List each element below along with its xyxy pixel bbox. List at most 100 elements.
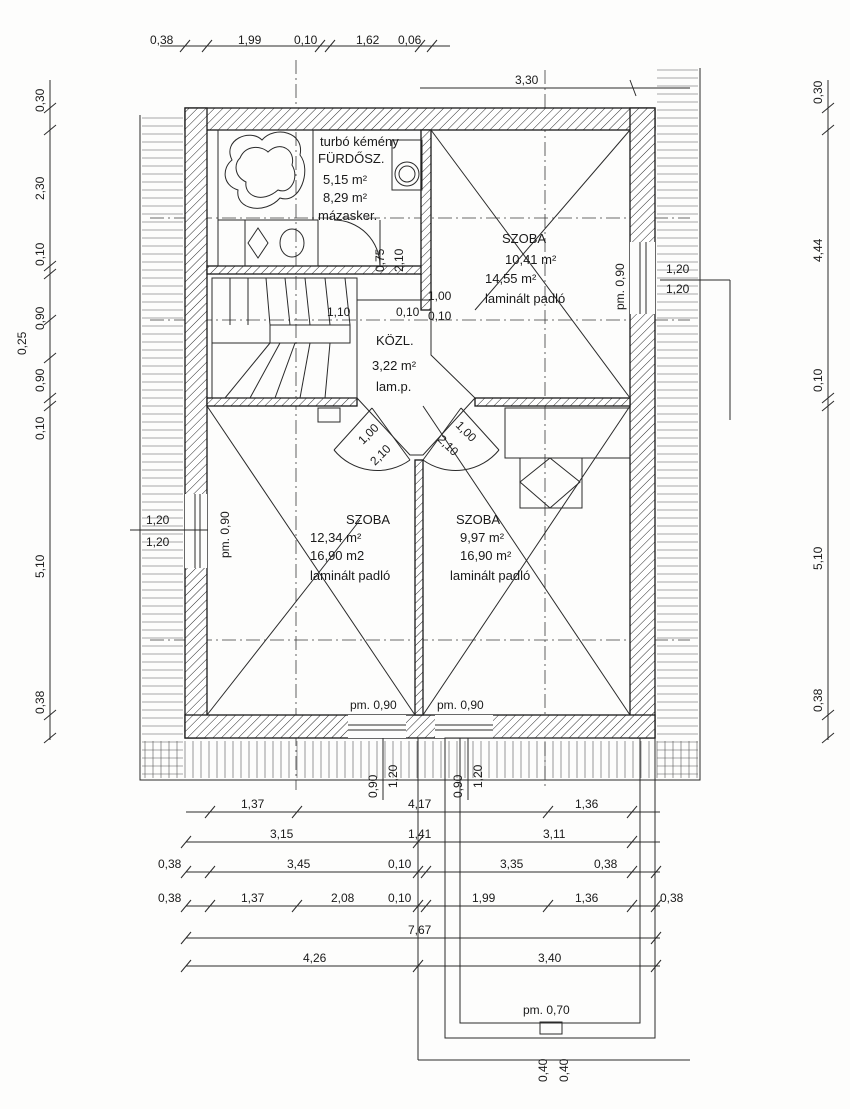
- bath-door-height: 2,10: [392, 248, 406, 272]
- drawing-line: [821, 709, 835, 721]
- ext-door-label: pm. 0,70: [523, 1003, 570, 1017]
- window-ne-gap: [630, 242, 655, 314]
- room-se-name: SZOBA: [456, 512, 500, 527]
- dim-b1-1: 4,17: [408, 797, 432, 811]
- drawing-line: [43, 260, 57, 272]
- drawing-line: [180, 959, 192, 973]
- drawing-line: [426, 39, 438, 53]
- hall-left-height: 0,10: [396, 305, 420, 319]
- drawing-line: [650, 959, 662, 973]
- drawing-line: [412, 835, 424, 849]
- chimney-block-icon: [317, 407, 341, 423]
- wall-stair-south: [206, 397, 358, 407]
- window-s2-gap: [435, 715, 493, 738]
- drawing-line: [650, 865, 662, 879]
- drawing-line: [420, 865, 432, 879]
- dim-left-5: 0,90: [33, 368, 47, 392]
- dim-left-6: 0,10: [33, 416, 47, 440]
- drawing-line: [43, 732, 57, 744]
- drawing-line: [43, 314, 57, 326]
- dim-top-right: 3,30: [515, 73, 539, 87]
- room-ne-name: SZOBA: [502, 231, 546, 246]
- hall-floor: lam.p.: [376, 379, 411, 394]
- window-ne-label: pm. 0,90: [613, 263, 627, 310]
- wall-north: [184, 107, 656, 131]
- dim-b4-4: 1,99: [472, 891, 496, 905]
- dim-left-7: 5,10: [33, 554, 47, 578]
- axis-lines: [150, 60, 690, 790]
- drawing-line: [179, 39, 191, 53]
- balcony: [417, 737, 690, 1061]
- dim-b2-0: 3,15: [270, 827, 294, 841]
- dim-b6-0: 4,26: [303, 951, 327, 965]
- drawing-line: [204, 805, 216, 819]
- drawing-line: [204, 899, 216, 913]
- drawing-line: [43, 352, 57, 364]
- dim-b1-2: 1,36: [575, 797, 599, 811]
- wall-east: [629, 107, 656, 739]
- dim-left-3: 0,90: [33, 306, 47, 330]
- ext-door-icon: [539, 1021, 563, 1035]
- roof-eave-east: [657, 69, 698, 775]
- drawing-line: [650, 931, 662, 945]
- drawing-line: [412, 899, 424, 913]
- drawing-line: [821, 392, 835, 404]
- drawing-line: [180, 865, 192, 879]
- drawing-line: [420, 899, 432, 913]
- dim-right-1: 4,44: [811, 238, 825, 262]
- room-se-area-floor: 16,90 m²: [460, 548, 512, 563]
- dim-b3-3: 3,35: [500, 857, 524, 871]
- dim-b3-4: 0,38: [594, 857, 618, 871]
- dim-b5-0: 7,67: [408, 923, 432, 937]
- dim-b3-2: 0,10: [388, 857, 412, 871]
- window-s2-height: 1,20: [471, 764, 485, 788]
- dim-left-8: 0,38: [33, 690, 47, 714]
- drawing-line: [43, 102, 57, 114]
- roof-eave-south: [144, 741, 698, 778]
- dim-left-2: 0,10: [33, 242, 47, 266]
- room-ne-area-net: 10,41 m²: [505, 252, 557, 267]
- dim-top-4: 0,06: [398, 33, 422, 47]
- drawing-line: [626, 899, 638, 913]
- hall-name: KÖZL.: [376, 333, 414, 348]
- wall-south: [184, 714, 656, 739]
- staircase: [211, 277, 358, 399]
- hall-area: 3,22 m²: [372, 358, 417, 373]
- drawing-line: [821, 400, 835, 412]
- window-w-height: 1,20: [146, 535, 170, 549]
- ext-door-height: 0,40: [557, 1058, 571, 1082]
- hall-outline: [356, 299, 476, 456]
- room-se-area-net: 9,97 m²: [460, 530, 505, 545]
- stair-core: [269, 324, 351, 344]
- window-w-gap: [185, 494, 207, 568]
- drawing-line: [180, 931, 192, 945]
- drawing-line: [412, 959, 424, 973]
- drawing-line: [180, 835, 192, 849]
- window-w-label: pm. 0,90: [218, 511, 232, 558]
- dim-b4-1: 1,37: [241, 891, 265, 905]
- drawing-line: [180, 899, 192, 913]
- window-s1-gap: [348, 715, 406, 738]
- door-sw-height: 2,10: [367, 441, 394, 468]
- walls: [184, 107, 656, 739]
- bathroom-name: FÜRDŐSZ.: [318, 151, 384, 166]
- turbo-chimney-icon: [394, 161, 420, 187]
- dim-b4-5: 1,36: [575, 891, 599, 905]
- dim-b4-3: 0,10: [388, 891, 412, 905]
- corner-tub-basin: [224, 131, 306, 209]
- drawing-line: [821, 732, 835, 744]
- drawing-line: [626, 805, 638, 819]
- bathroom-area-net: 5,15 m²: [323, 172, 368, 187]
- labels: turbó kémény FÜRDŐSZ. 5,15 m² 8,29 m² má…: [15, 33, 825, 1082]
- dim-left-4: 0,25: [15, 331, 29, 355]
- wall-bedrooms-divider: [414, 459, 424, 716]
- drawing-line: [43, 124, 57, 136]
- room-se-floor: laminált padló: [450, 568, 530, 583]
- roof-eave-west: [142, 117, 183, 775]
- dim-top-1: 1,99: [238, 33, 262, 47]
- dim-top-2: 0,10: [294, 33, 318, 47]
- room-sw-floor: laminált padló: [310, 568, 390, 583]
- drawing-line: [821, 102, 835, 114]
- window-s2-width: 0,90: [451, 774, 465, 798]
- roof-outline: [139, 68, 701, 781]
